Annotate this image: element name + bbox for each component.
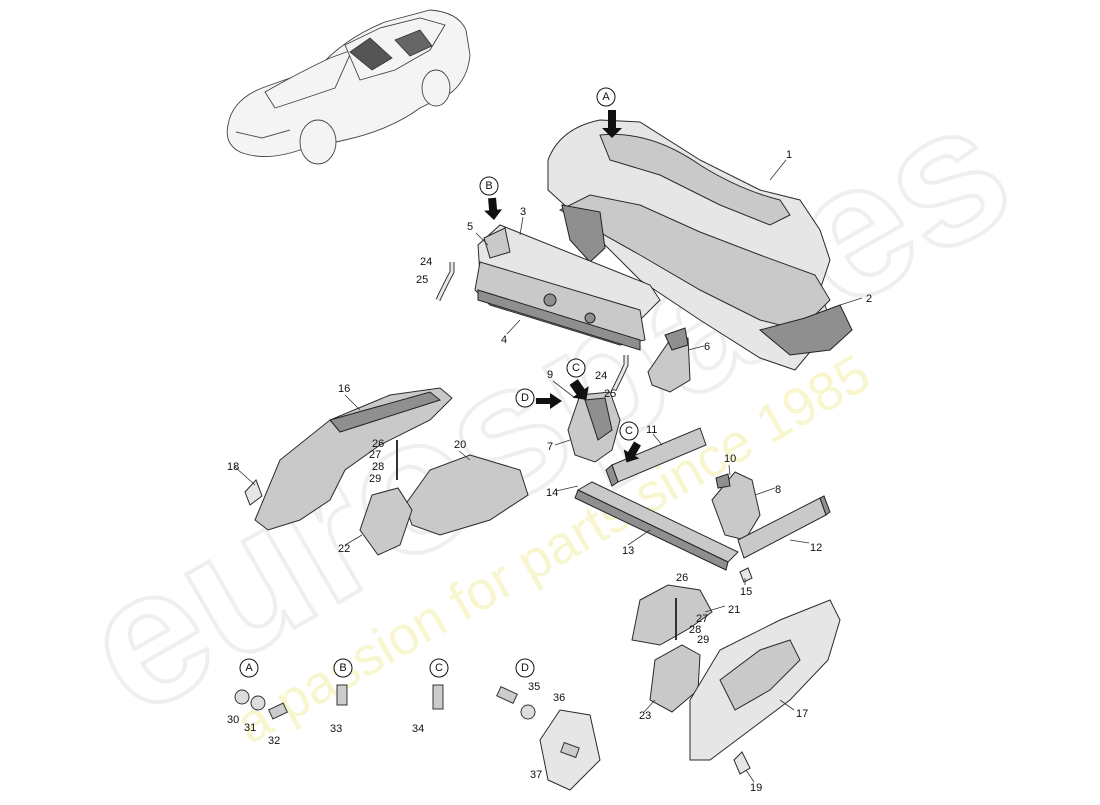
part-number: 30 xyxy=(227,714,239,726)
part-number: 13 xyxy=(622,545,634,557)
legend-callout-b: B xyxy=(333,658,353,678)
part-number: 36 xyxy=(553,692,565,704)
part-number: 34 xyxy=(412,723,424,735)
fastener-legend xyxy=(234,684,601,791)
part-number: 37 xyxy=(530,769,542,781)
part-number: 19 xyxy=(750,782,762,794)
watermark-brand: eurospares xyxy=(50,60,1043,756)
part-6-bracket xyxy=(647,327,691,393)
part-number-labels: 1 2 3 4 5 6 7 8 9 10 11 12 13 14 15 16 1… xyxy=(227,149,872,794)
car-thumbnail xyxy=(226,9,471,165)
part-number: 31 xyxy=(244,722,256,734)
callout-c-lower: C xyxy=(619,421,639,441)
callout-d: D xyxy=(515,388,535,408)
part-number: 6 xyxy=(704,341,710,353)
legend-callout-c-label: C xyxy=(435,662,443,674)
part-3-4-5-bulkhead xyxy=(474,224,661,351)
part-number: 4 xyxy=(501,334,507,346)
part-number: 28 xyxy=(689,624,701,636)
part-12-channel xyxy=(737,495,831,559)
part-22-bracket xyxy=(359,440,413,556)
part-number: 24 xyxy=(420,256,432,268)
callout-c-upper: C xyxy=(566,358,586,378)
part-number: 12 xyxy=(810,542,822,554)
part-number: 25 xyxy=(604,388,616,400)
part-number: 25 xyxy=(416,274,428,286)
part-number: 26 xyxy=(372,438,384,450)
legend-callout-d: D xyxy=(515,658,535,678)
part-number: 5 xyxy=(467,221,473,233)
part-number: 27 xyxy=(696,613,708,625)
part-number: 22 xyxy=(338,543,350,555)
part-20-floor-panel xyxy=(404,454,529,536)
callout-a: A xyxy=(596,87,616,107)
part-number: 28 xyxy=(372,461,384,473)
part-number: 20 xyxy=(454,439,466,451)
part-24-25-hose xyxy=(435,262,629,392)
legend-callout-b-label: B xyxy=(339,662,346,674)
part-number: 29 xyxy=(697,634,709,646)
callout-b: B xyxy=(479,176,499,196)
legend-callout-a-label: A xyxy=(245,662,253,674)
callout-b-label: B xyxy=(485,180,492,192)
part-number: 26 xyxy=(676,572,688,584)
part-number: 8 xyxy=(775,484,781,496)
callout-c-lower-label: C xyxy=(625,425,633,437)
part-number: 24 xyxy=(595,370,607,382)
part-number: 27 xyxy=(369,449,381,461)
part-11-channel xyxy=(605,427,707,487)
part-21-23-panel xyxy=(631,584,713,713)
part-number: 3 xyxy=(520,206,526,218)
legend-callout-a: A xyxy=(239,658,259,678)
callout-a-label: A xyxy=(602,91,610,103)
part-number: 7 xyxy=(547,441,553,453)
part-number: 1 xyxy=(786,149,792,161)
part-17-19-rear-panel xyxy=(689,599,841,775)
part-number: 10 xyxy=(724,453,736,465)
part-number: 23 xyxy=(639,710,651,722)
part-1-rear-structure xyxy=(547,119,853,371)
part-number: 9 xyxy=(547,369,553,381)
part-number: 29 xyxy=(369,473,381,485)
legend-callout-c: C xyxy=(429,658,449,678)
part-number: 21 xyxy=(728,604,740,616)
part-number: 32 xyxy=(268,735,280,747)
part-number: 18 xyxy=(227,461,239,473)
legend-callout-d-label: D xyxy=(521,662,529,674)
callout-c-upper-label: C xyxy=(572,362,580,374)
part-number: 2 xyxy=(866,293,872,305)
callout-d-label: D xyxy=(521,392,529,404)
callout-arrows xyxy=(484,110,641,463)
part-number: 14 xyxy=(546,487,558,499)
part-13-14-crossmember xyxy=(574,481,753,583)
part-number: 33 xyxy=(330,723,342,735)
part-16-18-side-panel xyxy=(244,387,453,531)
part-number: 11 xyxy=(646,424,657,436)
watermark: eurospares a passion for parts since 198… xyxy=(48,58,1045,758)
part-number: 17 xyxy=(796,708,808,720)
part-number: 16 xyxy=(338,383,350,395)
leader-lines xyxy=(233,159,863,783)
part-number: 35 xyxy=(528,681,540,693)
part-number: 15 xyxy=(740,586,752,598)
part-8-10-bracket xyxy=(711,471,761,541)
